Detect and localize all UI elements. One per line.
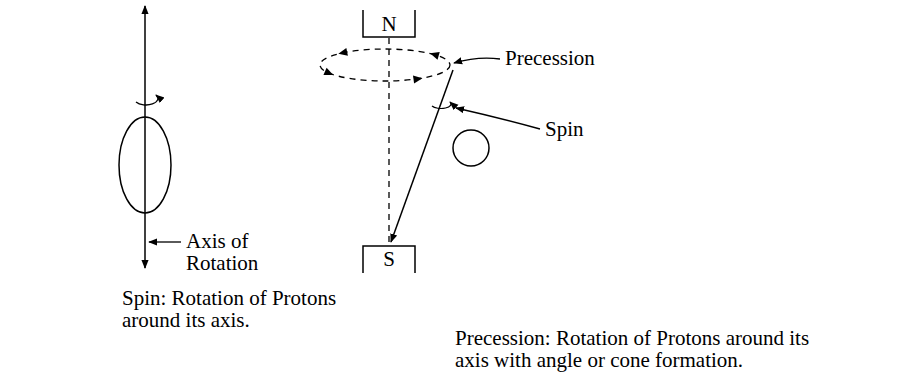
precession-arrowheads: [323, 48, 439, 83]
pole-letter: N: [381, 13, 396, 35]
spin-curl: [136, 95, 158, 105]
arrowhead: [338, 48, 348, 58]
field-line: [388, 38, 389, 245]
precession-path: [320, 49, 450, 81]
caption-text: Precession: Rotation of Protons around i…: [455, 327, 827, 371]
caption-text: Spin: Rotation of Protons around its axi…: [122, 287, 347, 331]
pole-outline-path: [363, 246, 415, 273]
proton-circle: [119, 117, 171, 213]
leader-arrow: [454, 58, 500, 63]
arrowhead: [323, 68, 334, 79]
proton-circle: [453, 130, 489, 166]
callout-label: Spin: [545, 118, 584, 140]
arrowhead: [429, 49, 440, 59]
pole-outline-path: [363, 10, 415, 37]
arrowhead: [413, 74, 423, 83]
rotation-axis: [144, 6, 146, 268]
axis-label: Axis of Rotation: [186, 230, 266, 274]
magnet-pole-box: N: [362, 10, 416, 38]
magnet-pole-box: S: [362, 245, 416, 273]
leader-arrow: [456, 108, 540, 129]
leader-arrow: [149, 241, 181, 242]
spin-curl: [432, 102, 451, 108]
callout-label: Precession: [505, 47, 595, 69]
pole-letter: S: [383, 248, 395, 270]
spin-axis-tilted: [391, 70, 453, 242]
